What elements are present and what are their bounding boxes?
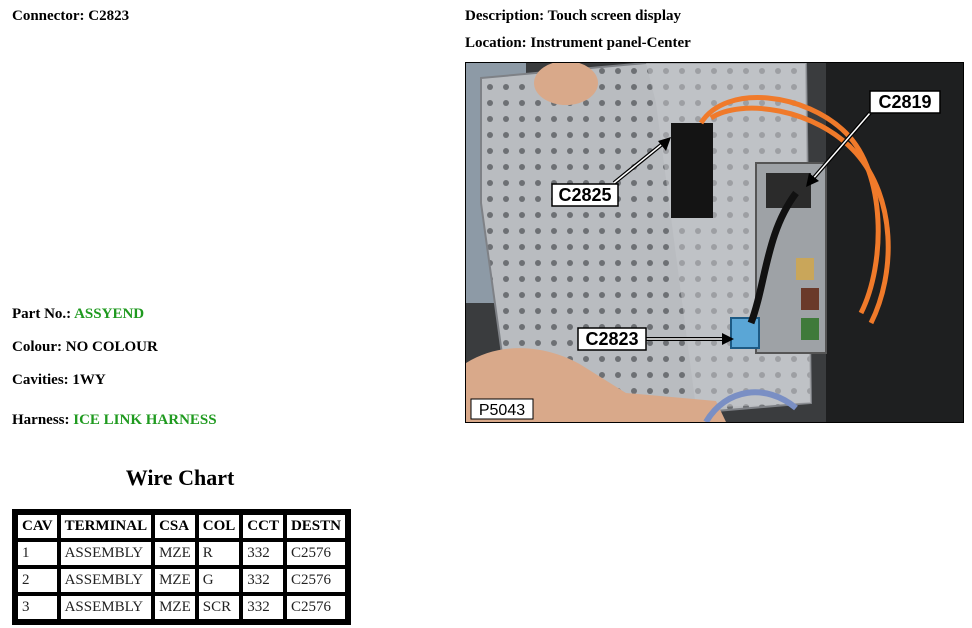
cell-cav: 1 [17, 541, 58, 566]
cell-terminal: ASSEMBLY [59, 595, 153, 620]
part-no-label: Part No.: [12, 306, 72, 322]
fakra-connector-green [801, 318, 819, 340]
cell-destn: C2576 [285, 568, 346, 593]
header-cct: CCT [242, 514, 284, 539]
callout-c2823-text: C2823 [585, 329, 638, 349]
callout-c2819-text: C2819 [878, 92, 931, 112]
part-no-link[interactable]: ASSYEND [74, 306, 145, 322]
wire-chart-title: Wire Chart [125, 465, 235, 490]
connector-value: C2823 [88, 8, 130, 24]
callout-c2825: C2825 [551, 183, 619, 207]
connector-location-photo: C2819 C2825 C2823 P5043 [465, 62, 964, 423]
harness-label: Harness: [12, 412, 70, 428]
part-no-field: Part No.: ASSYEND [12, 306, 144, 323]
harness-field: Harness: ICE LINK HARNESS [12, 412, 217, 429]
cell-terminal: ASSEMBLY [59, 541, 153, 566]
cell-cct: 332 [242, 595, 284, 620]
cell-destn: C2576 [285, 541, 346, 566]
harness-link[interactable]: ICE LINK HARNESS [73, 412, 217, 428]
table-row: 1 ASSEMBLY MZE R 332 C2576 [17, 541, 346, 566]
connector-c2825-body [671, 123, 713, 218]
cell-cav: 3 [17, 595, 58, 620]
header-csa: CSA [154, 514, 196, 539]
cell-col: R [197, 541, 241, 566]
cell-destn: C2576 [285, 595, 346, 620]
connector-field: Connector: C2823 [12, 8, 129, 25]
callout-c2823: C2823 [577, 327, 647, 351]
cell-cct: 332 [242, 568, 284, 593]
connector-label: Connector: [12, 8, 85, 24]
wire-chart-table: CAV TERMINAL CSA COL CCT DESTN 1 ASSEMBL… [12, 509, 351, 625]
cell-col: SCR [197, 595, 241, 620]
fakra-connector-brown [801, 288, 819, 310]
hand-top [534, 63, 598, 105]
table-row: 2 ASSEMBLY MZE G 332 C2576 [17, 568, 346, 593]
orange-cable-1 [698, 95, 881, 315]
cell-col: G [197, 568, 241, 593]
colour-field: Colour: NO COLOUR [12, 339, 158, 356]
wire-bundle-bottom [703, 389, 798, 422]
cavities-label: Cavities: [12, 372, 69, 388]
black-harness [747, 190, 799, 325]
cell-terminal: ASSEMBLY [59, 568, 153, 593]
location-field: Location: Instrument panel-Center [465, 35, 691, 52]
header-cav: CAV [17, 514, 58, 539]
cell-cct: 332 [242, 541, 284, 566]
location-label: Location: [465, 35, 527, 51]
callout-arrows [612, 111, 872, 345]
table-row: 3 ASSEMBLY MZE SCR 332 C2576 [17, 595, 346, 620]
photo-reference: P5043 [470, 398, 534, 420]
location-value: Instrument panel-Center [530, 35, 691, 51]
colour-label: Colour: [12, 339, 62, 355]
colour-value: NO COLOUR [65, 339, 158, 355]
description-label: Description: [465, 8, 545, 24]
cell-csa: MZE [154, 568, 196, 593]
callout-c2825-text: C2825 [558, 185, 611, 205]
cavities-value: 1WY [72, 372, 106, 388]
callout-c2819: C2819 [869, 90, 941, 114]
photo-reference-text: P5043 [479, 402, 525, 419]
orange-cable-2 [709, 105, 891, 325]
header-destn: DESTN [285, 514, 346, 539]
header-col: COL [197, 514, 241, 539]
cell-cav: 2 [17, 568, 58, 593]
cavities-field: Cavities: 1WY [12, 372, 106, 389]
dash-panel-right [826, 63, 963, 422]
cell-csa: MZE [154, 595, 196, 620]
table-header-row: CAV TERMINAL CSA COL CCT DESTN [17, 514, 346, 539]
description-value: Touch screen display [547, 8, 682, 24]
fakra-connector-yellow [796, 258, 814, 280]
cell-csa: MZE [154, 541, 196, 566]
header-terminal: TERMINAL [59, 514, 153, 539]
photo-illustration: C2819 C2825 C2823 P5043 [466, 63, 963, 422]
description-field: Description: Touch screen display [465, 8, 681, 25]
